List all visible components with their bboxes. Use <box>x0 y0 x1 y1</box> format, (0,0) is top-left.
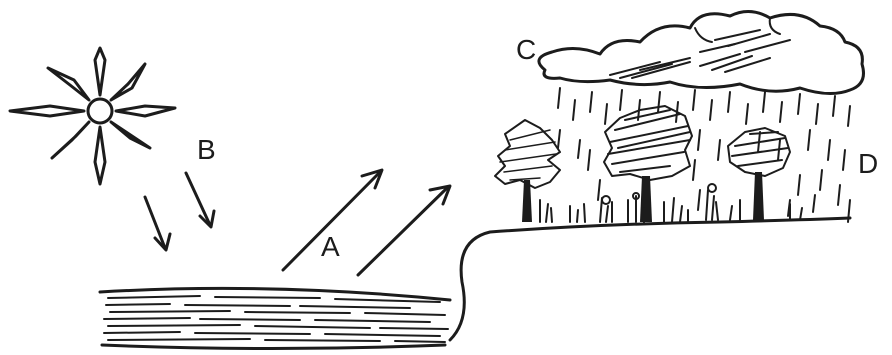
label-c: C <box>516 34 537 65</box>
tree-icon <box>603 105 693 222</box>
label-b: B <box>197 134 216 165</box>
land-outline <box>448 216 852 342</box>
arrow-icon <box>356 184 452 277</box>
label-a: A <box>321 231 340 262</box>
sun-icon <box>8 46 177 186</box>
water-body-icon <box>98 286 452 350</box>
arrow-icon <box>143 195 172 252</box>
cloud-icon <box>537 10 865 95</box>
tree-icon <box>494 119 561 222</box>
arrow-icon <box>281 168 384 272</box>
ground-plants <box>539 183 803 223</box>
arrow-icon <box>184 171 216 229</box>
label-d: D <box>858 148 879 179</box>
tree-icon <box>727 127 791 220</box>
